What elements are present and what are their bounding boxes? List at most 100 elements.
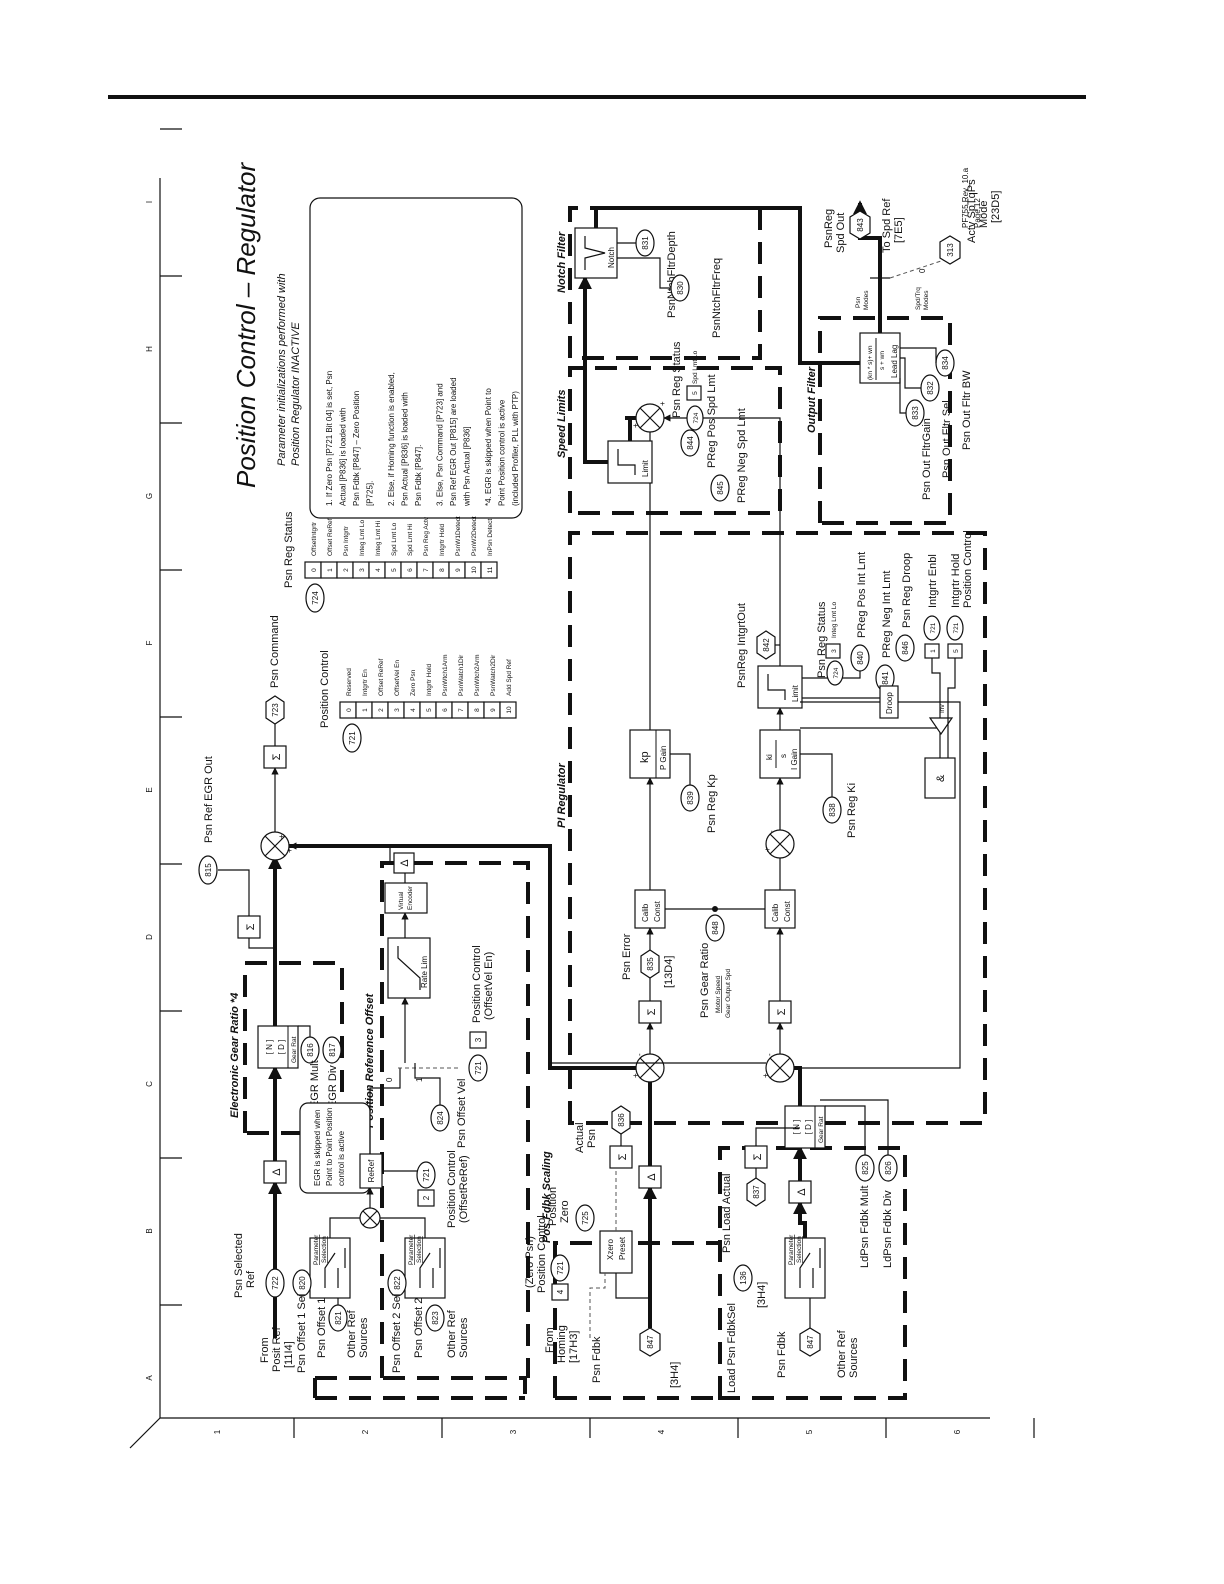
param-848-oval	[705, 914, 725, 942]
svg-text:Δ: Δ	[646, 1173, 658, 1181]
svg-text:[23D5]: [23D5]	[990, 191, 1002, 223]
param-823-oval	[425, 1304, 445, 1332]
svg-text:Σ: Σ	[271, 753, 283, 760]
svg-text:825: 825	[861, 1161, 870, 1175]
svg-text:817: 817	[328, 1043, 337, 1057]
bit-number: 9	[455, 568, 462, 572]
svg-text:To Spd Ref: To Spd Ref	[881, 198, 893, 253]
svg-text:721: 721	[474, 1061, 483, 1075]
grid-row-label: 4	[657, 1429, 666, 1434]
svg-text:PsnNtchFltrDepth: PsnNtchFltrDepth	[666, 231, 678, 318]
svg-text:839: 839	[686, 791, 695, 805]
svg-text:Parameter: Parameter	[313, 1234, 320, 1265]
param-313-hex	[939, 235, 961, 265]
svg-text:1: 1	[415, 1077, 424, 1082]
init-note-line: Psn Actual [P836] is loaded with	[401, 392, 410, 506]
bit-number: 9	[490, 708, 497, 712]
svg-text:Psn Reg Status: Psn Reg Status	[816, 601, 828, 678]
init-notes-box	[309, 197, 523, 519]
svg-text:Psn Fdbk: Psn Fdbk	[591, 1336, 603, 1383]
svg-text:313: 313	[946, 243, 955, 257]
svg-text:LdPsn Fdbk Div: LdPsn Fdbk Div	[882, 1190, 894, 1268]
svg-text:[3H4]: [3H4]	[669, 1362, 681, 1388]
param-845-oval	[710, 474, 730, 502]
svg-text:+: +	[631, 1073, 640, 1078]
section-pi	[568, 531, 987, 1125]
svg-text:(kn * s)+ wn: (kn * s)+ wn	[867, 345, 874, 380]
svg-text:[11I4]: [11I4]	[283, 1341, 295, 1368]
svg-text:Xzero: Xzero	[606, 1239, 615, 1260]
svg-text:848: 848	[711, 921, 720, 935]
section-title-notch: Notch Filter	[556, 231, 568, 293]
svg-text:4: 4	[556, 1289, 565, 1294]
param-817-oval	[322, 1036, 342, 1064]
svg-text:PReg Pos Int Lmt: PReg Pos Int Lmt	[856, 552, 868, 638]
svg-text:Position Control: Position Control	[536, 1215, 548, 1293]
svg-text:-: -	[765, 1053, 774, 1056]
param-836-hex	[611, 1105, 631, 1135]
svg-text:+: +	[277, 834, 286, 839]
svg-text:PReg Neg Int Lmt: PReg Neg Int Lmt	[881, 571, 893, 658]
svg-text:815: 815	[204, 863, 213, 877]
grid-col-label: F	[145, 640, 154, 645]
svg-text:822: 822	[393, 1276, 402, 1290]
init-note-line: [P725].	[366, 481, 375, 506]
virtual-encoder-block	[384, 882, 428, 914]
svg-text:(OffsetReRef): (OffsetReRef)	[458, 1155, 470, 1223]
svg-text:-: -	[635, 1053, 644, 1056]
section-title-output: Output Filter	[806, 366, 818, 433]
svg-text:EGR is skipped when: EGR is skipped when	[313, 1110, 322, 1186]
page-title: Position Control – Regulator	[231, 161, 261, 488]
bit-number: 7	[423, 568, 430, 572]
svg-text:Other Ref: Other Ref	[836, 1329, 848, 1378]
svg-text:Preset: Preset	[618, 1236, 627, 1260]
section-title-speed-limits: Speed Limits	[556, 390, 568, 458]
svg-text:0: 0	[918, 268, 927, 273]
grid-row-label: 5	[805, 1429, 814, 1434]
svg-text:Σ: Σ	[646, 1008, 658, 1015]
bit-number: 8	[474, 708, 481, 712]
bit-number: 4	[375, 568, 382, 572]
svg-text:[ D ]: [ D ]	[277, 1040, 286, 1055]
bit-name: Add Spd Ref	[506, 659, 513, 696]
grid-row-label: 2	[361, 1429, 370, 1434]
bit-number: 8	[439, 568, 446, 572]
psn-command-label: Psn Command	[269, 615, 281, 688]
param-843-hex	[849, 210, 871, 240]
bit-number: 2	[378, 708, 385, 712]
svg-text:Const: Const	[783, 900, 792, 922]
svg-text:Σ: Σ	[776, 1008, 788, 1015]
top-rule	[108, 95, 1086, 99]
svg-text:PsnReg IntgrtOut: PsnReg IntgrtOut	[736, 603, 748, 688]
param-842-hex	[756, 630, 776, 660]
svg-text:3: 3	[831, 649, 838, 653]
psn-reg-status-table-title: Psn Reg Status	[283, 511, 295, 588]
bit-name: PsnWtch2Arm	[474, 654, 481, 696]
svg-text:+: +	[761, 1073, 770, 1078]
svg-text:Psn Reg Ki: Psn Reg Ki	[846, 783, 858, 838]
svg-text:721: 721	[930, 622, 937, 633]
svg-text:Σ: Σ	[245, 923, 257, 930]
bit-721-2-box	[417, 1189, 435, 1207]
bit-name: InPsn Detect	[487, 519, 494, 556]
svg-text:724: 724	[311, 591, 320, 605]
svg-text:Σ: Σ	[617, 1153, 629, 1160]
grid-col-label: H	[145, 346, 154, 352]
bit-number: 6	[442, 708, 449, 712]
svg-text:823: 823	[431, 1311, 440, 1325]
init-note-line: Point Position control is active	[498, 399, 507, 506]
param-721-oval	[342, 723, 362, 753]
svg-text:723: 723	[271, 703, 280, 717]
svg-text:Gear Output Spd: Gear Output Spd	[725, 968, 732, 1018]
svg-text:847: 847	[806, 1335, 815, 1349]
bit-name: Offset ReRef	[327, 518, 334, 556]
bit-number: 0	[311, 568, 318, 572]
init-note-line: 3. Else, Psn Command [P723] and	[436, 383, 445, 506]
section-egr	[243, 961, 344, 1135]
svg-text:1: 1	[930, 649, 937, 653]
svg-text:Psn Out FltrGain: Psn Out FltrGain	[921, 418, 933, 500]
grid-col-label: A	[145, 1375, 154, 1381]
svg-text:136: 136	[739, 1271, 748, 1285]
bit-number: 6	[407, 568, 414, 572]
